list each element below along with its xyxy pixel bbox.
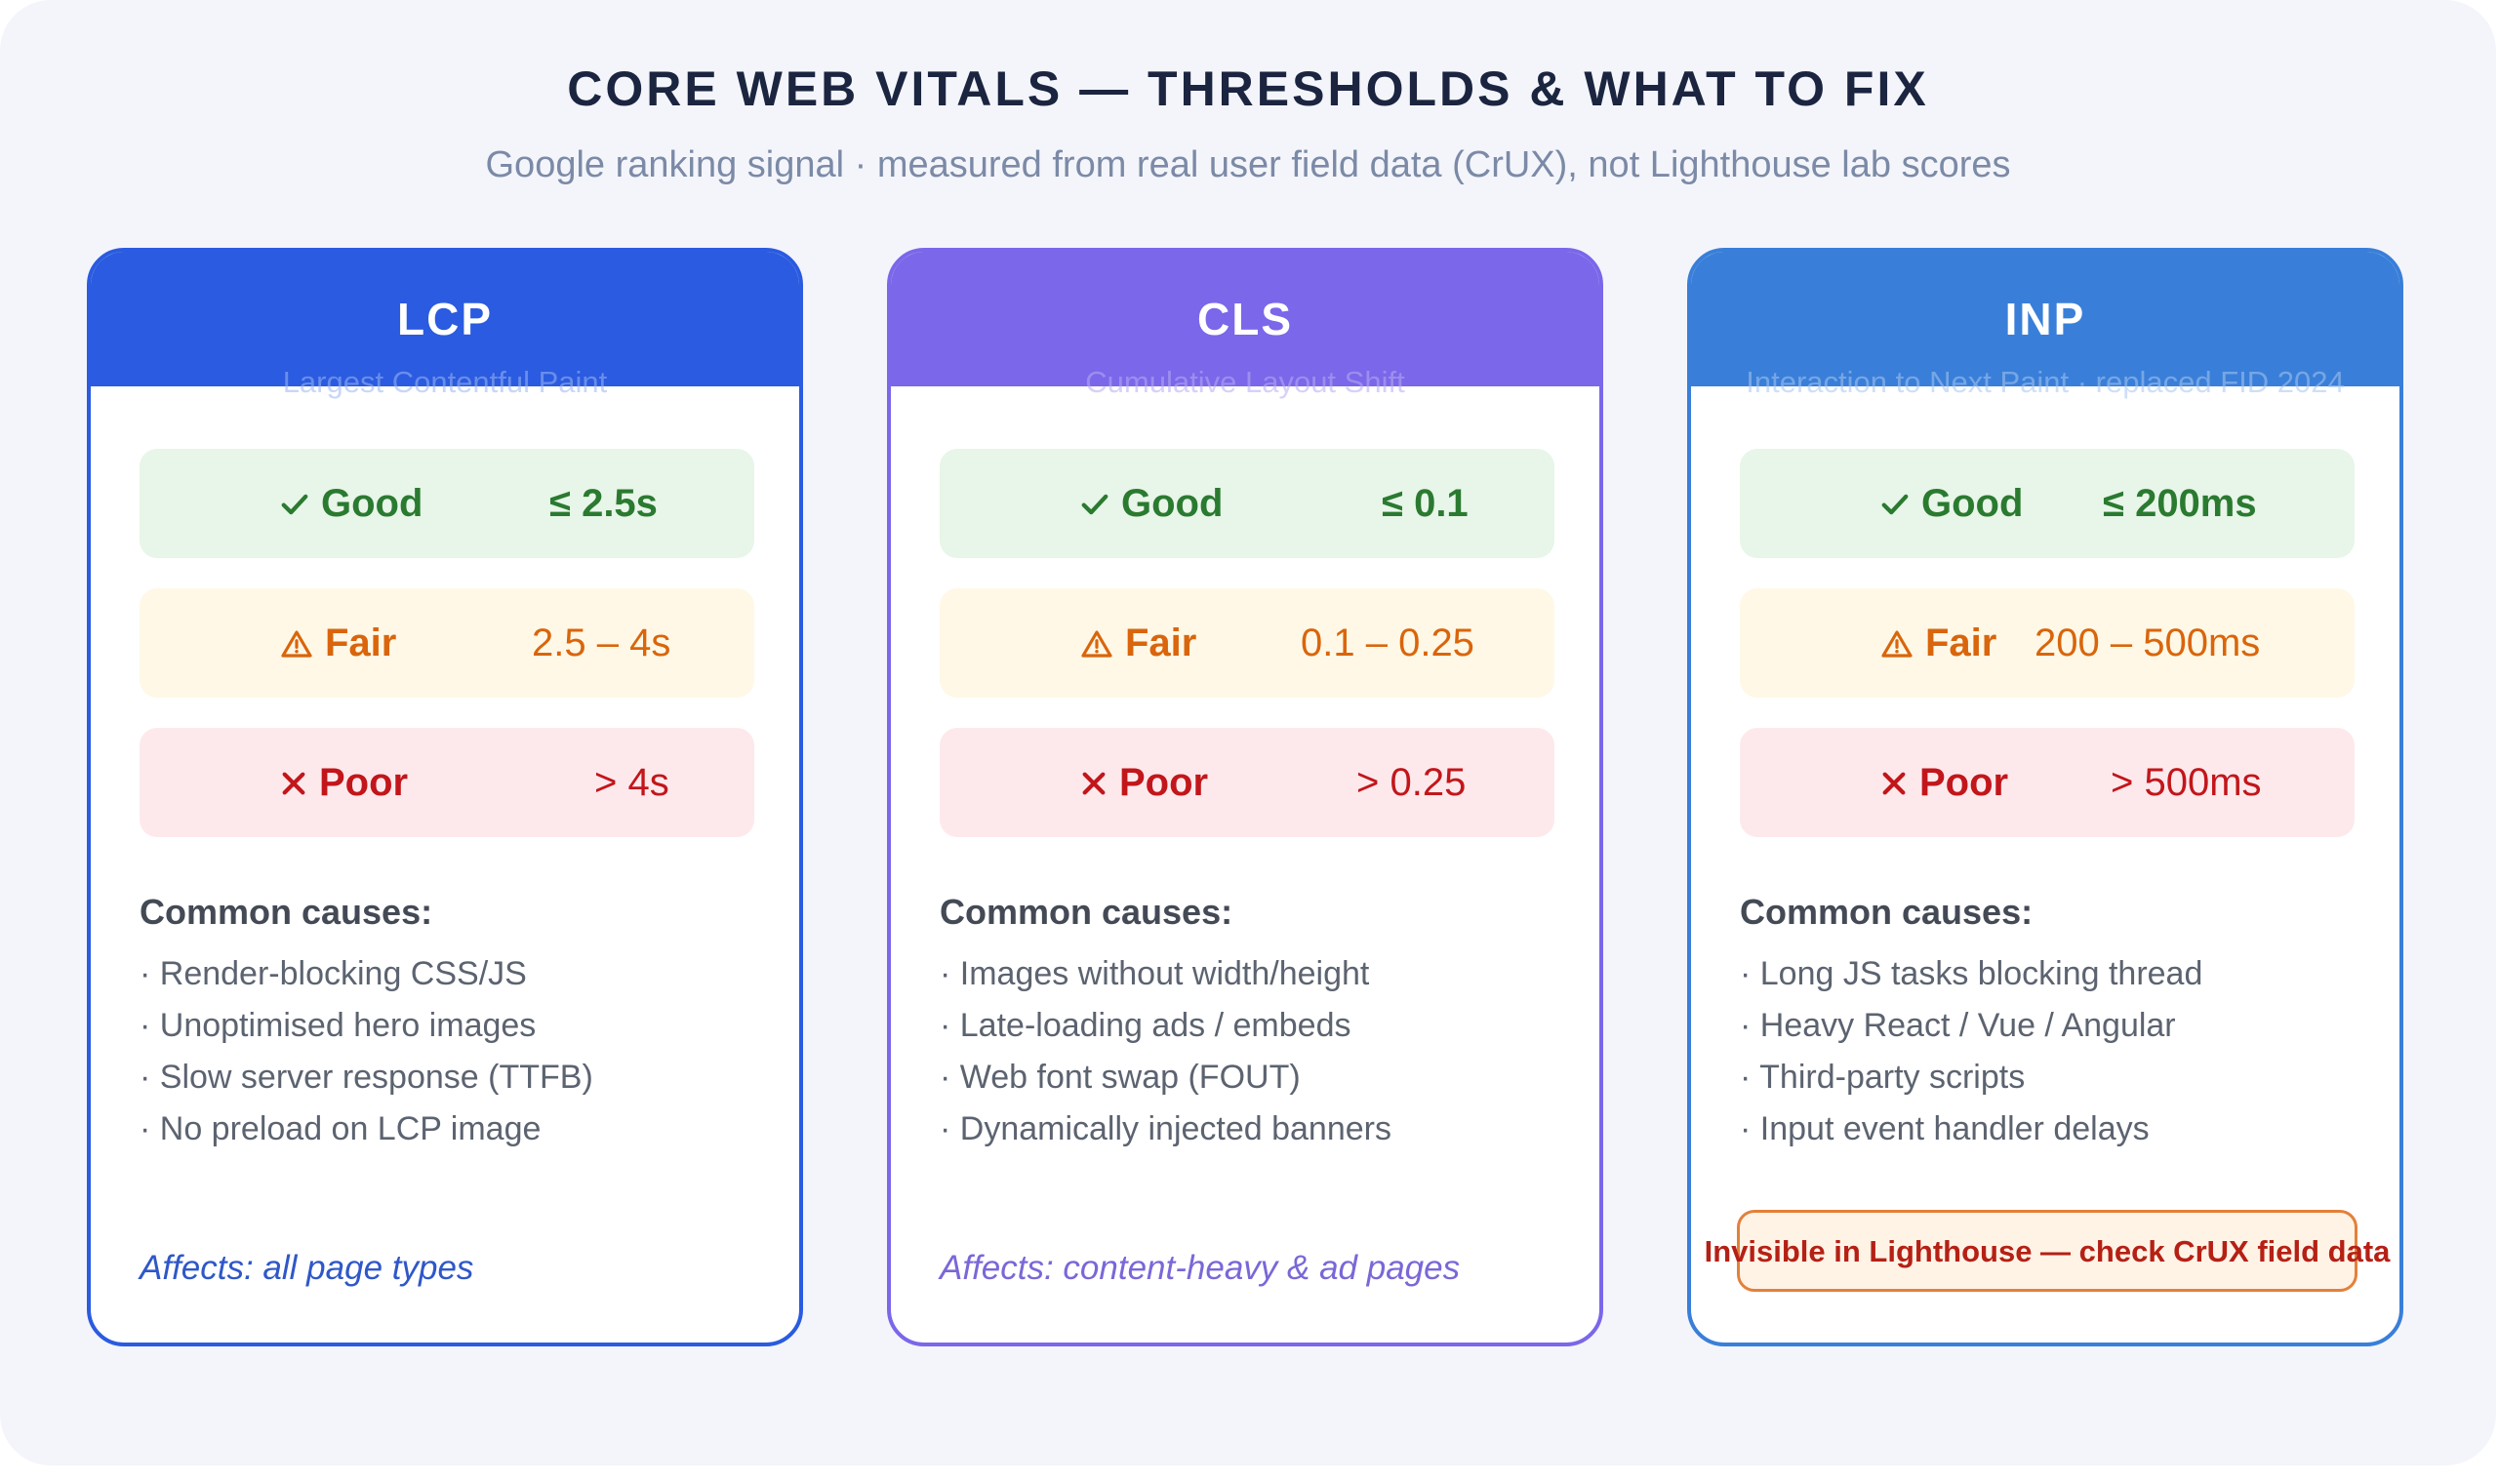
cls-row-fair: Fair 0.1 – 0.25 (940, 588, 1554, 698)
inp-causes-list: · Long JS tasks blocking thread · Heavy … (1740, 948, 2202, 1155)
cls-row-poor: Poor > 0.25 (940, 728, 1554, 837)
warning-icon (1081, 630, 1112, 658)
inp-row-good: Good ≤ 200ms (1740, 449, 2355, 558)
inp-poor-label: Poor (1919, 761, 2009, 804)
cls-poor-value: > 0.25 (1356, 761, 1467, 804)
list-item: · Dynamically injected banners (940, 1110, 1391, 1147)
lcp-card-name: LCP (397, 294, 493, 344)
lcp-affects: Affects: all page types (140, 1249, 474, 1287)
cls-causes-list: · Images without width/height · Late-loa… (940, 948, 1391, 1155)
inp-poor-label-wrap: Poor (1880, 728, 2008, 837)
cls-good-label: Good (1121, 482, 1224, 525)
page-subtitle: Google ranking signal · measured from re… (485, 144, 2011, 185)
cross-icon (1082, 772, 1106, 795)
cls-card: CLS Cumulative Layout Shift Good ≤ 0.1 F… (887, 248, 1603, 1346)
warning-icon (1881, 630, 1913, 658)
check-icon (1081, 494, 1108, 515)
page-title: CORE WEB VITALS — THRESHOLDS & WHAT TO F… (567, 61, 1929, 116)
cls-fair-value: 0.1 – 0.25 (1301, 622, 1474, 664)
cls-poor-label: Poor (1119, 761, 1209, 804)
list-item: · Long JS tasks blocking thread (1740, 955, 2203, 992)
list-item: · Unoptimised hero images (140, 1007, 537, 1044)
inp-row-fair: Fair 200 – 500ms (1740, 588, 2355, 698)
list-item: · Heavy React / Vue / Angular (1740, 1007, 2176, 1044)
lighthouse-warning-box (1737, 1210, 2357, 1292)
lcp-good-value: ≤ 2.5s (549, 482, 658, 525)
lcp-card-header (91, 252, 799, 386)
cls-poor-label-wrap: Poor (1080, 728, 1208, 837)
lcp-row-fair: Fair 2.5 – 4s (140, 588, 754, 698)
inp-card: INP Interaction to Next Paint · replaced… (1687, 248, 2403, 1346)
list-item: · Input event handler delays (1740, 1110, 2150, 1147)
warning-icon (281, 630, 312, 658)
inp-row-poor: Poor > 500ms (1740, 728, 2355, 837)
cross-icon (1882, 772, 1906, 795)
cls-causes-title: Common causes: (940, 892, 1233, 932)
inp-good-value: ≤ 200ms (2103, 482, 2257, 525)
list-item: · Late-loading ads / embeds (940, 1007, 1351, 1044)
inp-poor-value: > 500ms (2111, 761, 2262, 804)
inp-fair-label: Fair (1925, 622, 1997, 664)
lcp-fair-label: Fair (325, 622, 397, 664)
inp-good-label-wrap: Good (1880, 449, 2023, 558)
inp-fair-value: 200 – 500ms (2035, 622, 2261, 664)
cls-card-header (891, 252, 1599, 386)
inp-fair-label-wrap: Fair (1880, 588, 1996, 698)
cross-icon (282, 772, 305, 795)
cls-row-good: Good ≤ 0.1 (940, 449, 1554, 558)
lcp-row-poor: Poor > 4s (140, 728, 754, 837)
lighthouse-warning-text: Invisible in Lighthouse — check CrUX fie… (1704, 1234, 2391, 1268)
lcp-causes-list: · Render-blocking CSS/JS · Unoptimised h… (140, 948, 593, 1155)
lcp-poor-label-wrap: Poor (280, 728, 408, 837)
list-item: · Third-party scripts (1740, 1059, 2026, 1096)
lcp-poor-value: > 4s (594, 761, 669, 804)
cls-card-name: CLS (1197, 294, 1293, 344)
lcp-fair-value: 2.5 – 4s (532, 622, 671, 664)
cls-good-label-wrap: Good (1080, 449, 1223, 558)
inp-causes-title: Common causes: (1740, 892, 2034, 932)
lcp-good-label-wrap: Good (280, 449, 423, 558)
lcp-card-full-name: Largest Contentful Paint (282, 365, 608, 399)
cls-fair-label-wrap: Fair (1080, 588, 1196, 698)
list-item: · Render-blocking CSS/JS (140, 955, 527, 992)
inp-card-name: INP (2004, 294, 2086, 344)
lcp-row-good: Good ≤ 2.5s (140, 449, 754, 558)
list-item: · Images without width/height (940, 955, 1370, 992)
lcp-poor-label: Poor (319, 761, 409, 804)
lcp-good-label: Good (321, 482, 423, 525)
cls-good-value: ≤ 0.1 (1382, 482, 1469, 525)
inp-good-label: Good (1921, 482, 2024, 525)
lcp-causes-title: Common causes: (140, 892, 433, 932)
cls-affects: Affects: content-heavy & ad pages (940, 1249, 1461, 1287)
cls-fair-label: Fair (1125, 622, 1197, 664)
inp-card-full-name: Interaction to Next Paint · replaced FID… (1746, 365, 2345, 399)
list-item: · Web font swap (FOUT) (940, 1059, 1301, 1096)
lcp-fair-label-wrap: Fair (280, 588, 396, 698)
lcp-card: LCP Largest Contentful Paint Good ≤ 2.5s… (87, 248, 803, 1346)
list-item: · No preload on LCP image (140, 1110, 542, 1147)
inp-card-header (1691, 252, 2399, 386)
cls-card-full-name: Cumulative Layout Shift (1085, 365, 1405, 399)
check-icon (281, 494, 308, 515)
list-item: · Slow server response (TTFB) (140, 1059, 593, 1096)
check-icon (1881, 494, 1909, 515)
